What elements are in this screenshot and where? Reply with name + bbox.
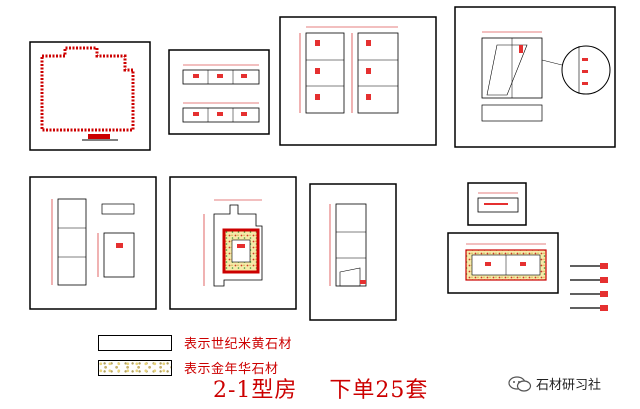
legend-swatch-speckled [98, 359, 172, 376]
panel-detail-callout [454, 6, 616, 148]
legend-swatch-plain [98, 334, 172, 351]
legend-label-speckled: 表示金年华石材 [184, 362, 279, 377]
panel-horizontal-strips [168, 49, 270, 135]
watermark-text: 石材研习社 [536, 378, 602, 393]
panel-border-plan [447, 232, 559, 294]
panel-tall-elevations [279, 16, 437, 146]
legend-label-plain: 表示世纪米黄石材 [184, 337, 293, 352]
panel-elevation-inset [29, 176, 157, 310]
wechat-icon [508, 375, 532, 392]
panel-single-elevation [309, 183, 397, 321]
panel-small-detail [467, 182, 527, 226]
panel-floor-plan [169, 176, 297, 310]
legend-row-plain: 表示世纪米黄石材 [98, 333, 292, 352]
watermark: 石材研习社 [508, 374, 601, 393]
panel-room-outline [29, 41, 151, 151]
order-caption: 2-1型房 下单25套 [213, 378, 429, 403]
legend-row-speckled: 表示金年华石材 [98, 358, 279, 377]
profile-symbols [570, 263, 608, 311]
